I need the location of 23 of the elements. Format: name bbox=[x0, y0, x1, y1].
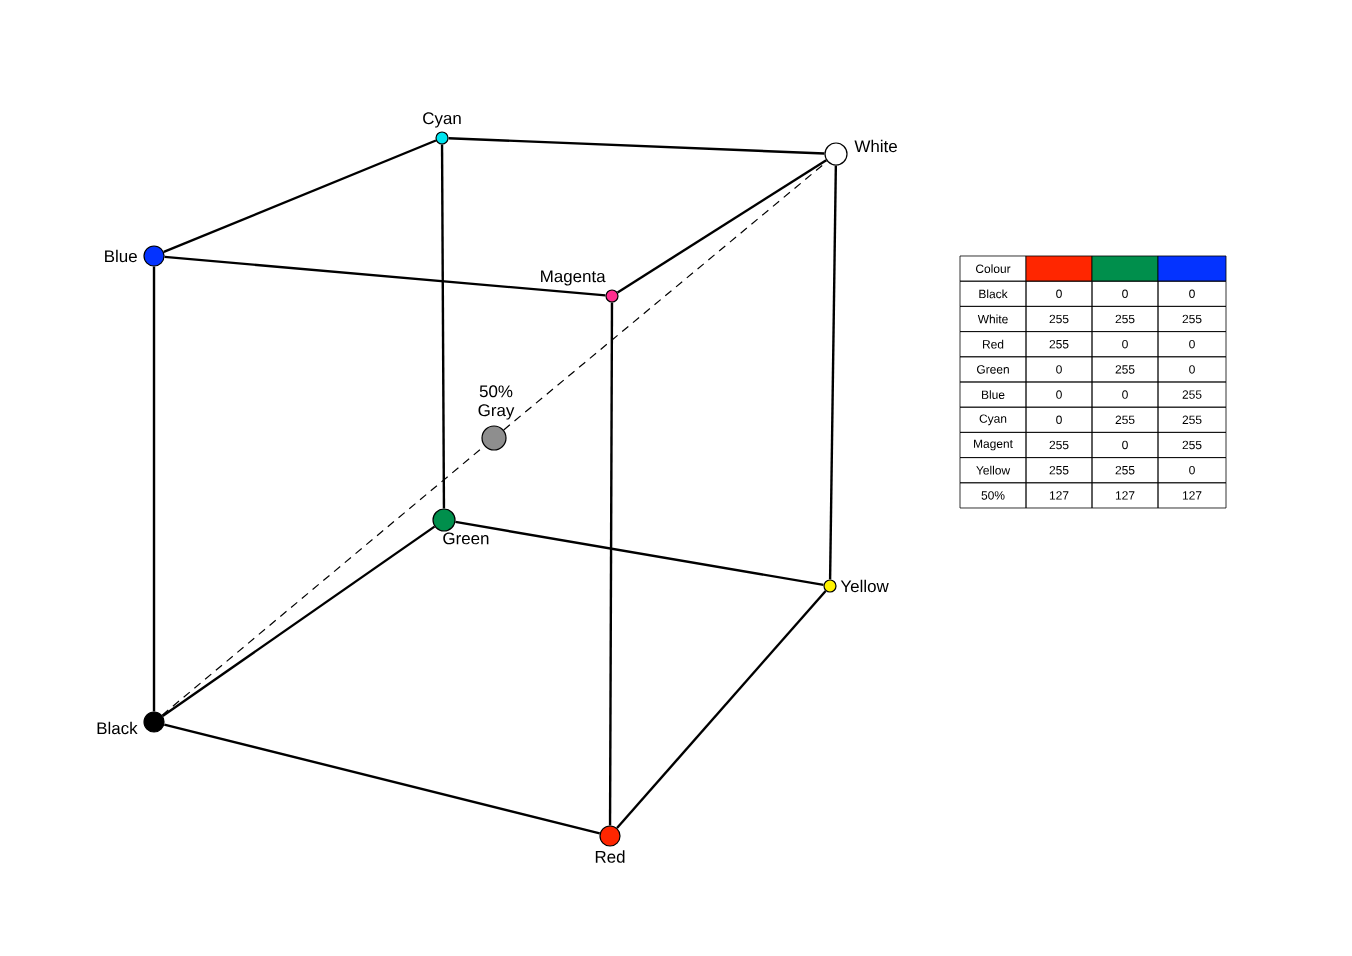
point-label: White bbox=[854, 139, 897, 153]
cube-edge bbox=[448, 137, 825, 155]
point-label: Yellow bbox=[840, 579, 889, 593]
cube-edge bbox=[616, 590, 827, 829]
point-label: Black bbox=[97, 721, 138, 735]
cube-edge bbox=[164, 723, 600, 835]
cube-edge bbox=[162, 525, 436, 717]
cube-edge bbox=[163, 139, 437, 254]
cube-edge bbox=[152, 266, 156, 712]
cube-edge bbox=[828, 165, 838, 580]
cube-edge bbox=[616, 159, 827, 294]
point-label: Green bbox=[443, 532, 489, 545]
point-label: Cyan bbox=[423, 112, 461, 128]
point-label: Magenta bbox=[541, 270, 606, 286]
cube-edge bbox=[164, 255, 606, 297]
cube-edge bbox=[440, 144, 446, 509]
cube-edge bbox=[503, 160, 828, 431]
cube-edge bbox=[161, 445, 485, 716]
point-label: 50% Gray bbox=[478, 385, 515, 420]
cube-edge bbox=[608, 302, 614, 826]
point-label: Red bbox=[595, 850, 625, 863]
point-label: Blue bbox=[105, 249, 137, 263]
cube-edge bbox=[455, 520, 824, 587]
